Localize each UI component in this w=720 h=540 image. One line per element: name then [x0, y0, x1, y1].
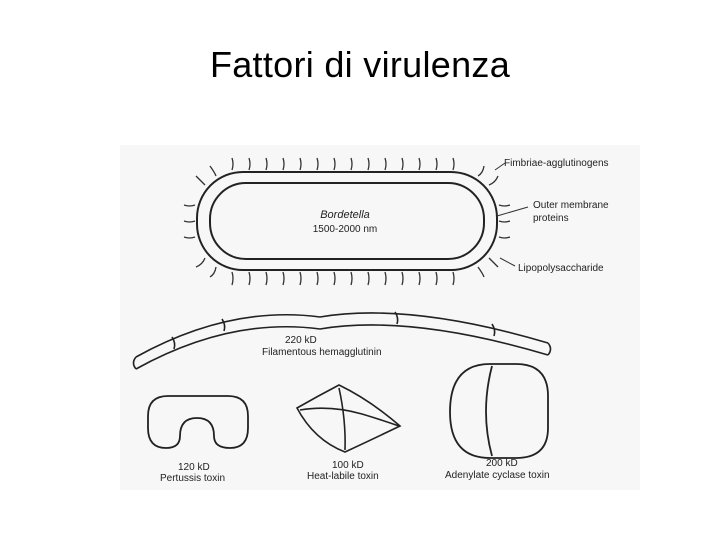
pertussis-toxin-name: Pertussis toxin	[160, 473, 225, 484]
filament-size: 220 kD	[285, 335, 317, 346]
bacterium-size: 1500-2000 nm	[313, 224, 378, 235]
figure-background	[120, 145, 640, 490]
heat-labile-toxin-name: Heat-labile toxin	[307, 471, 379, 482]
omp-label-line1: Outer membrane	[533, 200, 609, 211]
omp-label-line2: proteins	[533, 213, 569, 224]
adenylate-cyclase-toxin-name: Adenylate cyclase toxin	[445, 470, 550, 481]
pertussis-toxin-size: 120 kD	[178, 462, 210, 473]
lps-label: Lipopolysaccharide	[518, 263, 604, 274]
filament-name: Filamentous hemagglutinin	[262, 347, 382, 358]
adenylate-cyclase-toxin-size: 200 kD	[486, 458, 518, 469]
heat-labile-toxin-size: 100 kD	[332, 460, 364, 471]
fimbriae-label: Fimbriae-agglutinogens	[504, 158, 609, 169]
bacterium-name: Bordetella	[320, 209, 370, 221]
